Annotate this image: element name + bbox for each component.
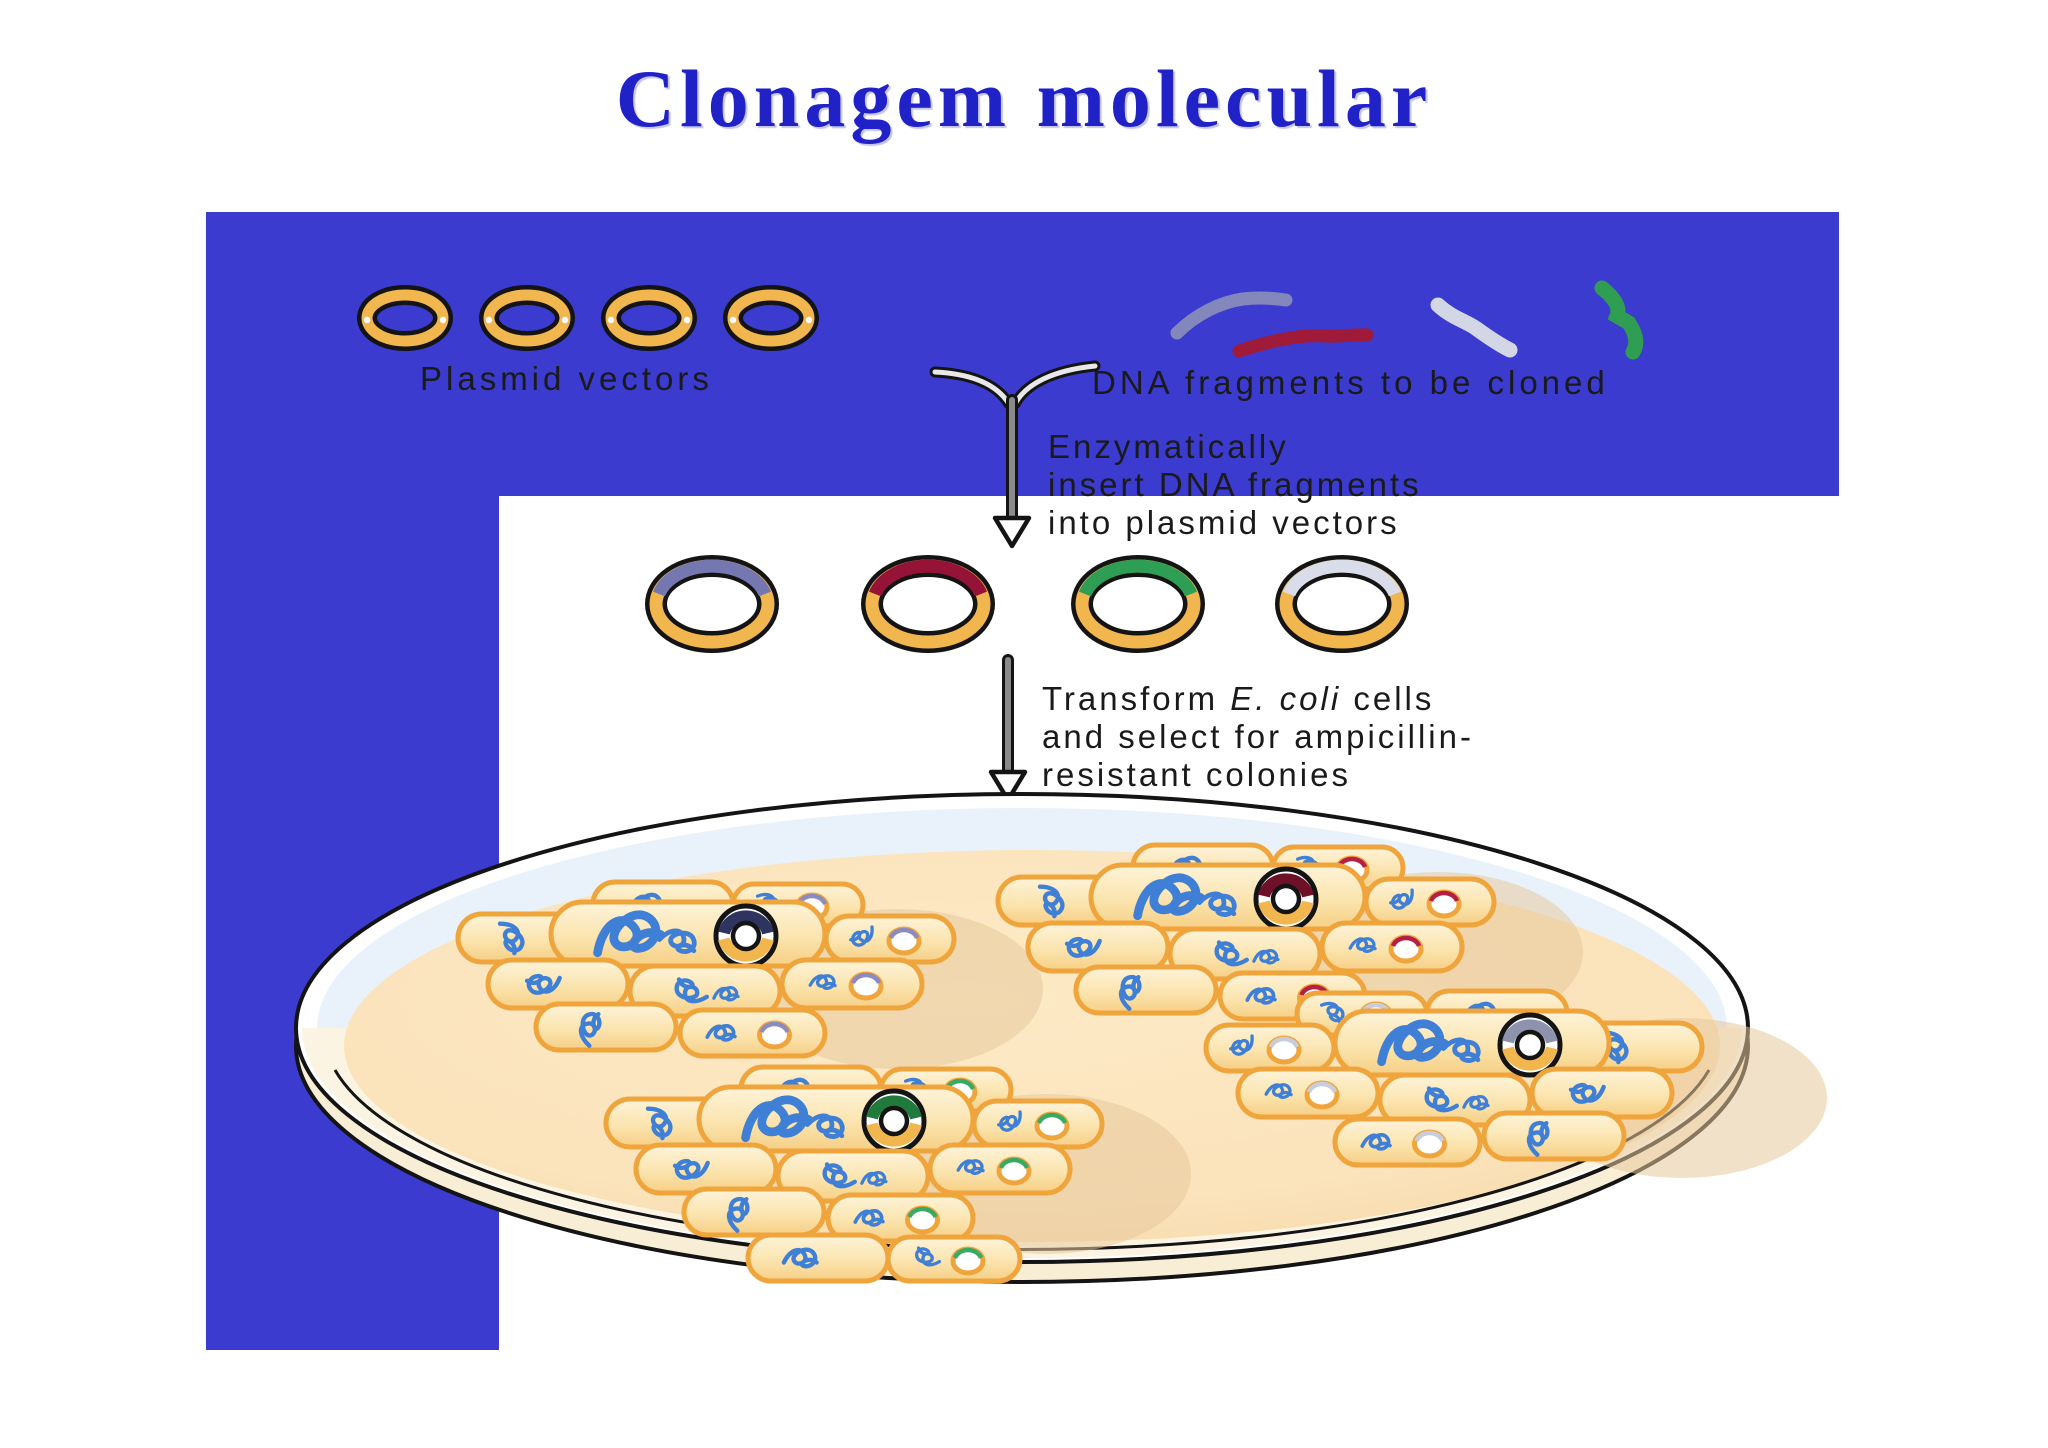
- dna-fragments-label: DNA fragments to be cloned: [1092, 364, 1609, 401]
- plasmid-vector-ring: [479, 285, 575, 351]
- down-arrow-icon-2: [988, 654, 1028, 803]
- purple-fragment: [1170, 291, 1293, 340]
- colony-maroon-plasmid: [995, 842, 1497, 1022]
- plasmid-vectors-row: [357, 285, 819, 351]
- step1-caption: Enzymatically insert DNA fragments into …: [1048, 428, 1422, 542]
- plasmid-with-gray-insert: [1275, 555, 1409, 653]
- plasmid-with-green-insert: [1071, 555, 1205, 653]
- gray-fragment: [1430, 297, 1518, 358]
- slide-title: Clonagem molecular: [615, 53, 1433, 144]
- colony-green-plasmid: [603, 1064, 1105, 1284]
- plasmid-vector-ring: [357, 285, 453, 351]
- plasmid-with-purple-insert: [645, 555, 779, 653]
- down-arrow-icon-1: [929, 360, 1101, 549]
- petri-dish: [294, 792, 1827, 1284]
- colony-purple-plasmid: [455, 879, 957, 1059]
- step2-caption: Transform E. coli cells and select for a…: [1042, 680, 1474, 794]
- step1-line3: into plasmid vectors: [1048, 504, 1400, 541]
- dna-fragments-group: [1170, 280, 1644, 360]
- step2-line2: and select for ampicillin-: [1042, 718, 1474, 755]
- plasmid-with-maroon-insert: [861, 555, 995, 653]
- colony-gray-plasmid: [1203, 988, 1705, 1168]
- green-fragment: [1594, 280, 1644, 360]
- step2-line1: Transform E. coli cells: [1042, 680, 1474, 718]
- recombinant-plasmids-row: [645, 555, 1409, 653]
- plasmid-vector-ring: [601, 285, 697, 351]
- maroon-fragment: [1232, 328, 1374, 358]
- plasmid-vectors-label: Plasmid vectors: [420, 360, 713, 397]
- step2-species: E. coli: [1230, 680, 1342, 717]
- step1-line1: Enzymatically: [1048, 428, 1289, 465]
- step1-line2: insert DNA fragments: [1048, 466, 1422, 503]
- plasmid-vector-ring: [723, 285, 819, 351]
- step2-post: cells: [1341, 680, 1435, 717]
- step2-line3: resistant colonies: [1042, 756, 1351, 793]
- step2-pre: Transform: [1042, 680, 1231, 717]
